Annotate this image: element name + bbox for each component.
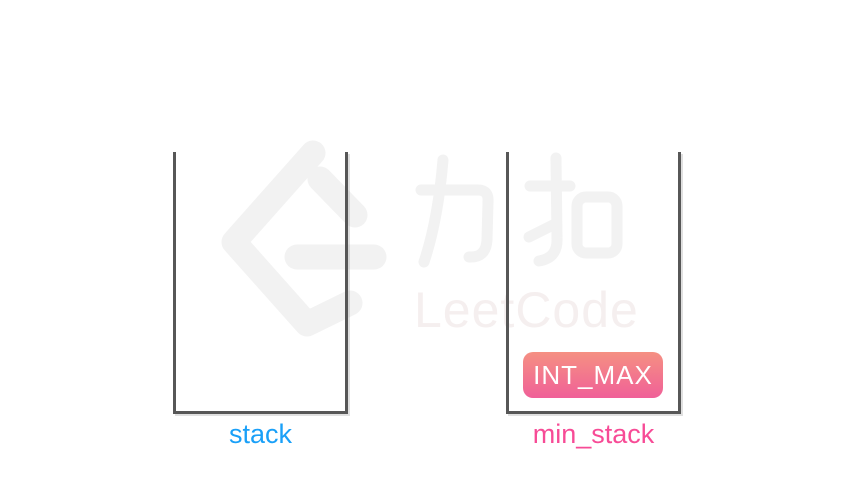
min-stack-container xyxy=(506,152,681,414)
min-stack-label: min_stack xyxy=(532,419,655,449)
stack-label: stack xyxy=(228,419,293,449)
watermark-cn-li-icon xyxy=(415,154,494,268)
leetcode-wordmark: LeetCode xyxy=(414,282,639,338)
min-stack-item-int-max: INT_MAX xyxy=(523,352,663,398)
stack-container xyxy=(173,152,348,414)
